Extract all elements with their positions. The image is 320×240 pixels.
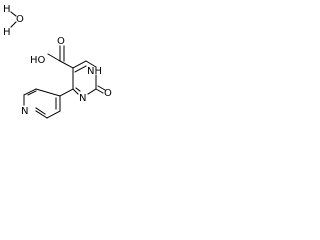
ring-bond-c5-c6-inner [74,65,87,73]
ring-bond-c6-n1 [85,60,97,68]
pyridine-double-bond-b [35,107,46,115]
cooh-c-ring-bond [59,60,74,69]
pyridine-bond-6 [35,88,61,97]
nh-label: NH [87,66,102,77]
ring-n-label: N [79,93,86,104]
structure-canvas: H O H HO O NH N O [0,0,116,136]
ring-bond-c2-n3 [87,88,97,95]
cooh-c-oh-bond [47,53,61,62]
pyridine-ring: N [21,88,74,119]
water-o-label: O [16,14,24,25]
water-h-top-label: H [3,4,11,15]
ring-bond-c5-c6 [72,60,87,69]
pyridine-n-label: N [21,106,28,117]
pyridine-bond-5 [23,88,37,96]
water-oh-bond-bottom [10,21,17,28]
ring-bond-n3-c4-inner [75,87,81,92]
carboxylic-acid-group: HO O [30,36,74,69]
carbonyl-double-bond-a [95,88,104,94]
water-h-bottom-label: H [3,27,11,38]
pyrimidine-ring: NH N O [72,60,112,104]
cooh-o-label: O [57,36,65,47]
water-oh-bond-top [10,11,17,17]
carbonyl-o-label: O [104,88,112,99]
pyridine-double-bond-c [27,90,37,96]
water-molecule: H O H [3,4,24,38]
cooh-ho-label: HO [30,55,46,66]
carbonyl-double-bond-b [97,85,106,91]
molecule-diagram: H O H HO O NH N O [3,4,112,119]
pyridine-bond-3 [35,110,48,119]
ring-bond-n3-c4 [72,88,79,95]
pyridine-linker-bond [59,88,74,97]
pyridine-bond-2 [46,110,61,119]
